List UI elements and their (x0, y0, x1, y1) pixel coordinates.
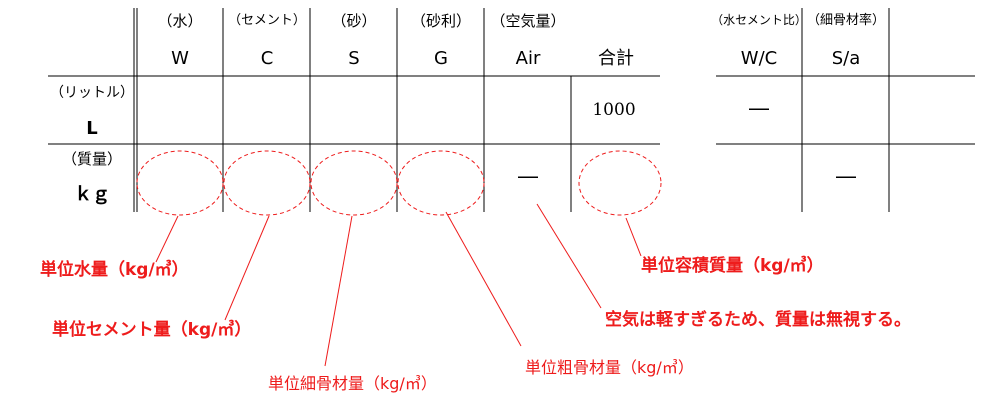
leader-cement (224, 215, 270, 321)
cell-sa-row2: ― (836, 164, 856, 188)
header-code-air: Air (515, 48, 541, 69)
header-jp-water: （水） (157, 12, 203, 30)
ellipse-gravel (397, 150, 485, 216)
ellipse-water (136, 150, 224, 216)
header-code-w: W (171, 48, 189, 69)
annotation-unit-coarse-aggregate: 単位粗骨材量（kg/㎥） (525, 358, 694, 377)
cell-air-mass: ― (518, 164, 538, 188)
header-code-total: 合計 (598, 48, 634, 69)
row-label-liter: L (86, 118, 98, 139)
ellipse-sand (310, 150, 398, 216)
leader-air (536, 203, 602, 309)
leader-density (625, 217, 642, 257)
leader-fine (324, 215, 353, 367)
leader-water (155, 215, 179, 263)
header-jp-sand: （砂） (331, 12, 377, 30)
annotation-unit-cement: 単位セメント量（kg/㎥） (52, 320, 252, 340)
cell-wc-row1: ― (749, 96, 769, 120)
dashed-ellipses (136, 150, 662, 216)
ellipse-cement (223, 150, 311, 216)
leader-coarse (445, 211, 522, 347)
annotation-unit-density: 単位容積質量（kg/㎥） (641, 256, 824, 276)
header-code-wc: W/C (740, 48, 778, 69)
header-jp-air: （空気量） (490, 12, 566, 30)
header-jp-wc: （水セメント比） (711, 13, 807, 27)
header-jp-gravel: （砂利） (410, 12, 472, 30)
annotation-air-ignored: 空気は軽すぎるため、質量は無視する。 (605, 310, 911, 330)
leader-lines (155, 203, 642, 367)
row-label-mass: ｋｇ (74, 184, 110, 205)
row-label-liter-unit: （リットル） (50, 85, 134, 101)
header-jp-sa: （細骨材率） (806, 13, 886, 28)
cell-total-liters: 1000 (592, 100, 636, 120)
ellipse-total (578, 150, 662, 216)
annotation-unit-water: 単位水量（kg/㎥） (40, 260, 189, 280)
header-code-g: G (434, 48, 448, 69)
table-grid (48, 8, 975, 212)
header-code-s: S (348, 48, 360, 69)
annotation-unit-fine-aggregate: 単位細骨材量（kg/㎥） (268, 374, 437, 393)
header-code-c: C (260, 48, 274, 69)
header-jp-cement: （セメント） (228, 13, 306, 28)
header-code-sa: S/a (831, 48, 861, 69)
row-label-mass-unit: （質量） (61, 150, 123, 168)
